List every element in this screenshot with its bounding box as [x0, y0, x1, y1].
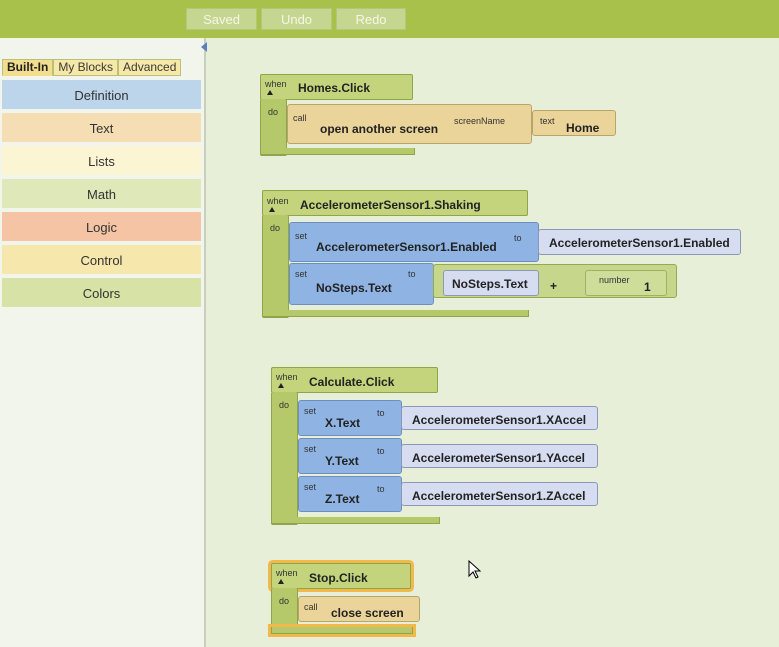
- redo-button[interactable]: Redo: [336, 8, 406, 30]
- when-label: when: [276, 372, 298, 382]
- event-name: Calculate.Click: [309, 375, 395, 389]
- call-label: call: [293, 113, 307, 123]
- event-body: do: [271, 588, 298, 633]
- event-name: Homes.Click: [298, 81, 371, 95]
- do-label: do: [279, 596, 290, 606]
- getter-zaccel[interactable]: AccelerometerSensor1.ZAccel: [401, 482, 598, 506]
- blocks-palette: Built-In My Blocks Advanced Definition T…: [0, 38, 206, 647]
- set-block-nosteps-text[interactable]: set NoSteps.Text to: [289, 263, 434, 305]
- procedure-name: open another screen: [320, 122, 439, 136]
- getter-accelerometer-enabled[interactable]: AccelerometerSensor1.Enabled: [538, 229, 741, 255]
- when-label: when: [276, 568, 298, 578]
- set-target: AccelerometerSensor1.Enabled: [316, 240, 497, 254]
- collapse-triangle-icon[interactable]: [267, 90, 273, 95]
- getter-value: AccelerometerSensor1.YAccel: [412, 451, 585, 465]
- number-value: 1: [644, 280, 651, 294]
- set-label: set: [304, 406, 317, 416]
- collapse-palette-icon[interactable]: [201, 42, 207, 52]
- event-body: do: [262, 215, 289, 318]
- drawer-text[interactable]: Text: [2, 113, 201, 144]
- event-block-stop-click[interactable]: when Stop.Click: [271, 563, 411, 589]
- event-footer: [271, 517, 440, 524]
- do-label: do: [279, 400, 290, 410]
- number-label: number: [599, 275, 630, 285]
- getter-value: NoSteps.Text: [452, 277, 528, 291]
- getter-value: AccelerometerSensor1.XAccel: [412, 413, 587, 427]
- tab-built-in[interactable]: Built-In: [2, 59, 54, 76]
- event-block-accelerometer-shaking[interactable]: when AccelerometerSensor1.Shaking: [262, 190, 528, 216]
- to-label: to: [377, 446, 385, 456]
- event-block-homes-click[interactable]: when Homes.Click: [260, 74, 413, 100]
- set-label: set: [295, 269, 308, 279]
- event-name: Stop.Click: [309, 571, 368, 585]
- arg-label: screenName: [454, 116, 506, 126]
- do-label: do: [268, 107, 279, 117]
- event-body: do: [271, 392, 298, 525]
- operator-label: +: [550, 279, 558, 293]
- set-target: X.Text: [325, 416, 361, 430]
- call-block-close-screen[interactable]: call close screen: [298, 596, 420, 622]
- set-block-accelerometer-enabled[interactable]: set AccelerometerSensor1.Enabled to: [289, 222, 539, 262]
- tab-advanced[interactable]: Advanced: [118, 59, 182, 76]
- set-block-z-text[interactable]: set Z.Text to: [298, 476, 402, 512]
- getter-value: AccelerometerSensor1.Enabled: [549, 236, 730, 250]
- text-value: Home: [566, 121, 600, 135]
- tab-my-blocks[interactable]: My Blocks: [53, 59, 119, 76]
- collapse-triangle-icon[interactable]: [278, 383, 284, 388]
- event-body: do: [260, 99, 287, 156]
- to-label: to: [377, 408, 385, 418]
- drawer-lists[interactable]: Lists: [2, 146, 201, 177]
- drawer-definition[interactable]: Definition: [2, 80, 201, 111]
- palette-tabs: Built-In My Blocks Advanced: [2, 59, 182, 76]
- event-footer: [262, 310, 529, 317]
- event-footer: [271, 627, 413, 634]
- to-label: to: [377, 484, 385, 494]
- collapse-triangle-icon[interactable]: [278, 579, 284, 584]
- call-block-open-another-screen[interactable]: call open another screen screenName: [287, 104, 532, 144]
- undo-button[interactable]: Undo: [261, 8, 332, 30]
- number-block[interactable]: number 1: [585, 270, 667, 296]
- call-label: call: [304, 602, 318, 612]
- collapse-triangle-icon[interactable]: [269, 207, 275, 212]
- to-label: to: [408, 269, 416, 279]
- saved-button[interactable]: Saved: [186, 8, 257, 30]
- procedure-name: close screen: [331, 606, 404, 620]
- event-footer: [260, 148, 415, 155]
- set-label: set: [304, 444, 317, 454]
- when-label: when: [267, 196, 289, 206]
- drawer-control[interactable]: Control: [2, 245, 201, 276]
- getter-value: AccelerometerSensor1.ZAccel: [412, 489, 586, 503]
- getter-xaccel[interactable]: AccelerometerSensor1.XAccel: [401, 406, 598, 430]
- getter-yaccel[interactable]: AccelerometerSensor1.YAccel: [401, 444, 598, 468]
- set-block-x-text[interactable]: set X.Text to: [298, 400, 402, 436]
- top-toolbar: Saved Undo Redo: [0, 0, 779, 38]
- mouse-pointer-icon: [468, 560, 482, 579]
- set-label: set: [295, 231, 308, 241]
- set-block-y-text[interactable]: set Y.Text to: [298, 438, 402, 474]
- set-target: Z.Text: [325, 492, 360, 506]
- event-name: AccelerometerSensor1.Shaking: [300, 198, 481, 212]
- drawer-logic[interactable]: Logic: [2, 212, 201, 243]
- event-block-calculate-click[interactable]: when Calculate.Click: [271, 367, 438, 393]
- set-target: NoSteps.Text: [316, 281, 392, 295]
- drawer-math[interactable]: Math: [2, 179, 201, 210]
- drawer-colors[interactable]: Colors: [2, 278, 201, 309]
- when-label: when: [265, 79, 287, 89]
- set-label: set: [304, 482, 317, 492]
- set-target: Y.Text: [325, 454, 359, 468]
- do-label: do: [270, 223, 281, 233]
- text-label: text: [540, 116, 555, 126]
- getter-nosteps-text[interactable]: NoSteps.Text: [443, 270, 539, 296]
- text-block-home[interactable]: text Home: [532, 110, 616, 136]
- to-label: to: [514, 233, 522, 243]
